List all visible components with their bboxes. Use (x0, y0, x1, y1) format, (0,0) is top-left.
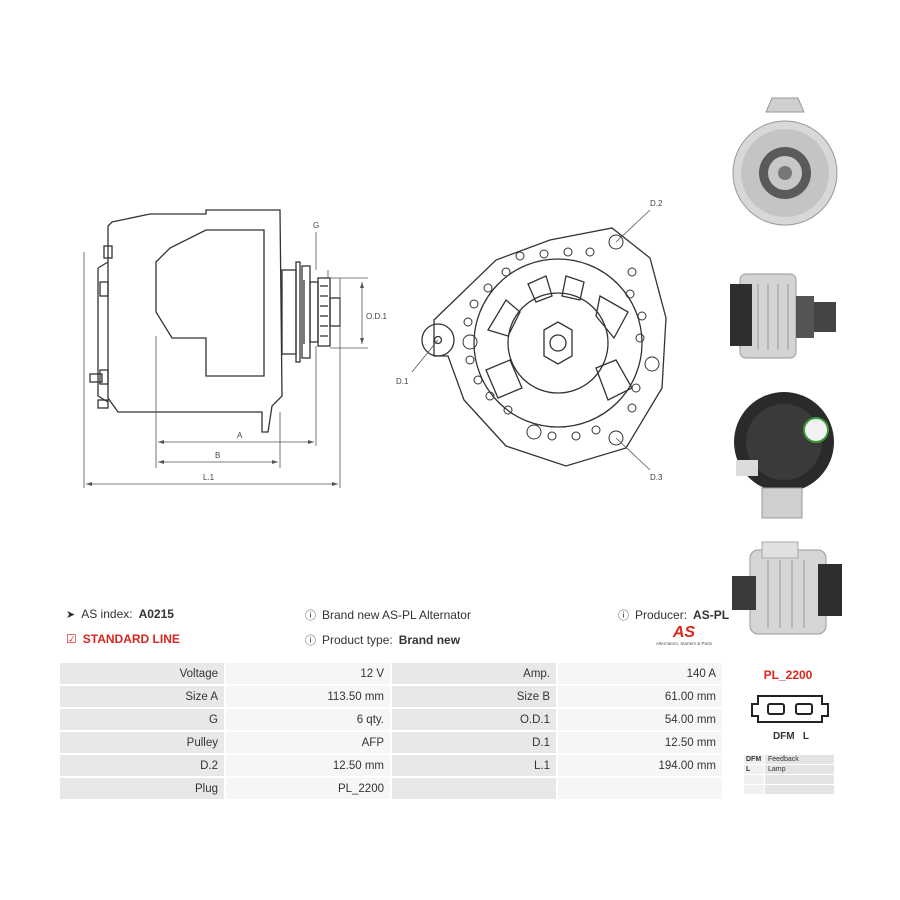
legend-key (744, 785, 764, 794)
legend-desc: Feedback (765, 755, 834, 764)
producer-label: Producer: (635, 608, 688, 622)
spec-label: G (60, 709, 224, 730)
spec-value: AFP (226, 732, 390, 753)
spec-label: O.D.1 (392, 709, 556, 730)
legend-key (744, 775, 764, 784)
spec-label: Pulley (60, 732, 224, 753)
spec-label: Amp. (392, 663, 556, 684)
logo-mark: AS (672, 624, 696, 641)
dim-label-b: B (215, 451, 220, 460)
plug-code: PL_2200 (746, 666, 830, 684)
dim-label-l1: L.1 (203, 473, 215, 482)
info-icon: ⓘ (618, 610, 629, 622)
legend-desc: Lamp (765, 765, 834, 774)
product-type: ⓘ Product type: Brand new (305, 632, 460, 648)
standard-line: ☑ STANDARD LINE (66, 632, 180, 646)
logo-tagline: Alternators, Starters & Parts (655, 641, 713, 646)
info-icon: ⓘ (305, 610, 316, 622)
info-icon: ⓘ (305, 635, 316, 647)
dim-label-d2: D.2 (650, 199, 663, 208)
legend-row (744, 775, 834, 784)
tag-icon: ➤ (66, 608, 76, 621)
spec-label: Size B (392, 686, 556, 707)
spec-value: 140 A (558, 663, 722, 684)
spec-value: 113.50 mm (226, 686, 390, 707)
legend-key: DFM (744, 755, 764, 764)
brand-new-info: ⓘ Brand new AS-PL Alternator (305, 607, 471, 623)
producer: ⓘ Producer: AS-PL (618, 607, 729, 623)
spec-value (558, 778, 722, 799)
dim-label-g: G (313, 221, 319, 230)
product-type-label: Product type: (322, 633, 393, 647)
plug-code-label: PL_2200 (763, 668, 813, 682)
as-index-value: A0215 (138, 607, 174, 621)
photo-angle-view (732, 541, 842, 635)
spec-label: Voltage (60, 663, 224, 684)
producer-value: AS-PL (693, 608, 730, 622)
product-type-value: Brand new (398, 633, 461, 647)
legend-desc (765, 775, 834, 784)
dim-label-d3: D.3 (650, 473, 663, 482)
plug-pins: DFM L (772, 731, 810, 742)
dim-label-d1: D.1 (396, 377, 409, 386)
spec-label: Plug (60, 778, 224, 799)
legend-key: L (744, 765, 764, 774)
spec-value: 12.50 mm (558, 732, 722, 753)
spec-value: 12 V (226, 663, 390, 684)
plug-connector-icon (751, 695, 829, 723)
dim-label-a: A (237, 431, 243, 440)
photo-front-view (732, 97, 838, 226)
standard-line-label: STANDARD LINE (82, 632, 180, 646)
photo-side-view (730, 273, 836, 359)
photo-rear-view (734, 392, 834, 519)
spec-label: Size A (60, 686, 224, 707)
as-index: ➤ AS index: A0215 (66, 607, 174, 621)
technical-drawing: G O.D.1 A B L.1 D.1 D.2 (83, 199, 667, 488)
dim-label-od1: O.D.1 (366, 312, 387, 321)
spec-label: D.2 (60, 755, 224, 776)
legend-desc (765, 785, 834, 794)
spec-label: L.1 (392, 755, 556, 776)
spec-value: 61.00 mm (558, 686, 722, 707)
spec-value: 12.50 mm (226, 755, 390, 776)
spec-label (392, 778, 556, 799)
legend-row (744, 785, 834, 794)
spec-value: 6 qty. (226, 709, 390, 730)
as-pl-logo: AS Alternators, Starters & Parts (654, 624, 714, 647)
spec-value: PL_2200 (226, 778, 390, 799)
as-index-label: AS index: (81, 607, 133, 621)
product-photos (730, 97, 842, 635)
check-square-icon: ☑ (66, 632, 77, 646)
brand-new-text: Brand new AS-PL Alternator (322, 608, 471, 622)
spec-value: 194.00 mm (558, 755, 722, 776)
spec-value: 54.00 mm (558, 709, 722, 730)
spec-label: D.1 (392, 732, 556, 753)
